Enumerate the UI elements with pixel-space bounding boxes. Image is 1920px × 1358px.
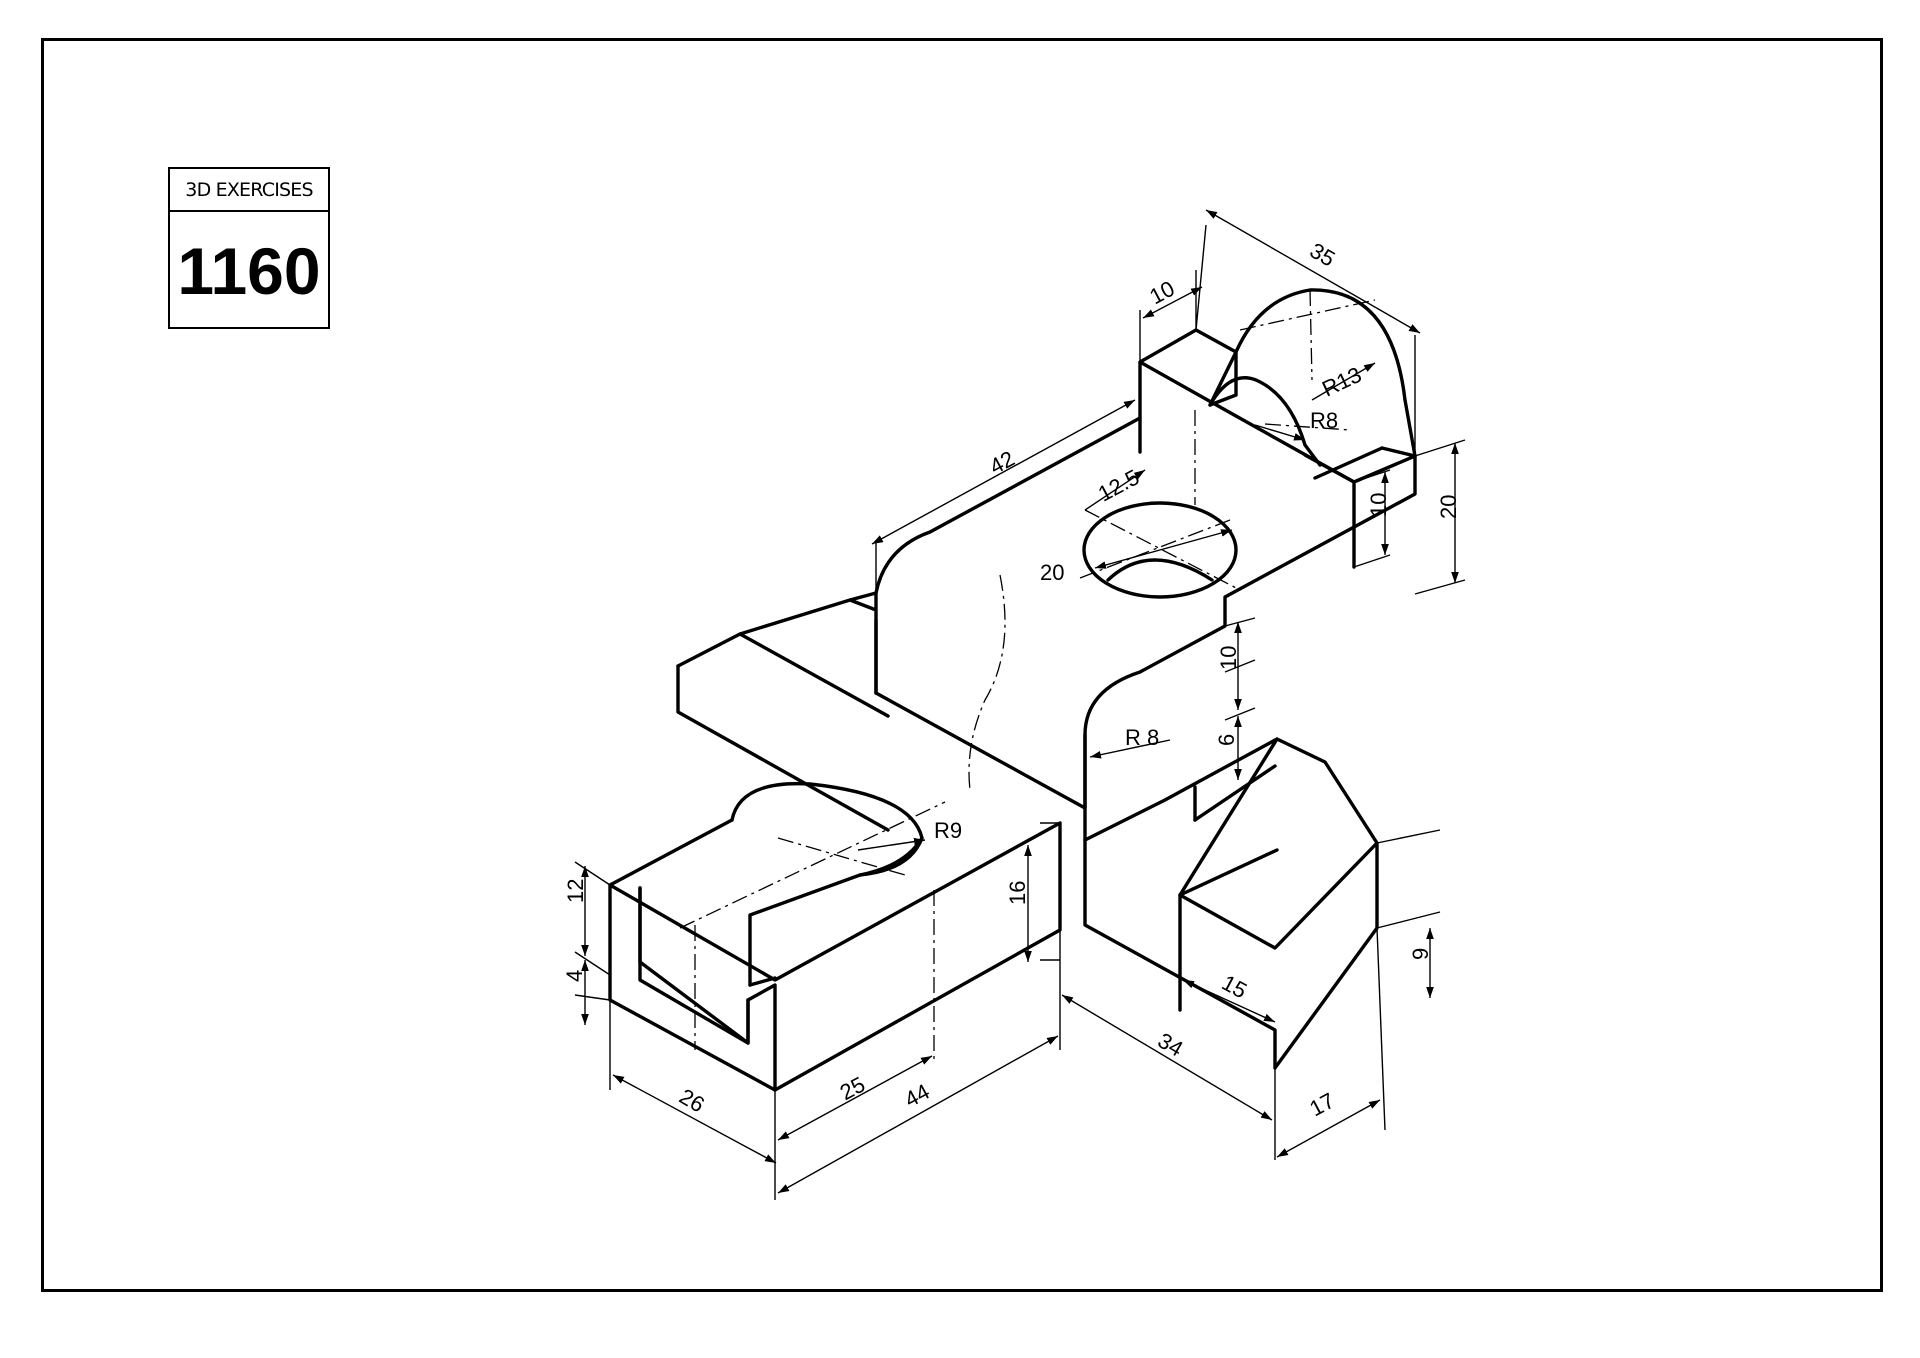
dim-16-label: 16 <box>1005 881 1030 905</box>
exercise-series-label: 3D EXERCISES <box>170 169 328 212</box>
center-hole-inner <box>1106 558 1214 582</box>
dim-12-5-label: 12.5 <box>1094 464 1144 506</box>
right-arm-top <box>1178 764 1279 897</box>
dim-10-top-label: 10 <box>1145 276 1178 310</box>
dim-9-label: 9 <box>1408 948 1433 960</box>
dim-10-step-label: 10 <box>1216 646 1241 670</box>
dim-25-label: 25 <box>836 1072 869 1106</box>
dim-26-line <box>612 1074 777 1164</box>
dim-r9-line <box>857 837 926 851</box>
dim-r8-mid-label: R 8 <box>1125 725 1159 750</box>
dim-17-label: 17 <box>1305 1088 1338 1122</box>
dim-42-label: 42 <box>985 446 1018 480</box>
dim-44-line <box>777 1035 1059 1194</box>
dim-35-line <box>1205 209 1421 334</box>
dim-r8-top-line <box>1254 424 1306 441</box>
dim-34-line <box>1061 994 1273 1121</box>
center-hole <box>1082 501 1238 599</box>
dim-10-top-line <box>1142 286 1203 319</box>
dim-35-label: 35 <box>1306 238 1340 272</box>
dim-12-5-line <box>1084 469 1146 511</box>
part-outline <box>608 288 1417 1092</box>
dim-20-hole-label: 20 <box>1040 560 1064 585</box>
dimension-labels: 35 10 R13 R8 42 12.5 20 10 20 10 6 R 8 R… <box>562 238 1461 1121</box>
dim-4-label: 4 <box>562 970 587 982</box>
left-slotted-block <box>608 818 1062 1092</box>
dim-20-right-label: 20 <box>1436 495 1461 519</box>
exercise-number: 1160 <box>177 233 321 308</box>
dim-17-line <box>1276 1099 1381 1158</box>
dim-r9-label: R9 <box>934 818 962 843</box>
title-block: 3D EXERCISES 1160 <box>168 167 330 329</box>
dim-12-label: 12 <box>563 879 588 903</box>
dim-6-label: 6 <box>1214 734 1239 746</box>
right-arm <box>1083 737 1379 1070</box>
top-bracket-side <box>1303 446 1384 484</box>
dim-20-hole-line <box>1094 529 1233 569</box>
drawing-sheet-frame <box>41 38 1883 1292</box>
dim-42-line <box>871 399 1136 545</box>
left-slot <box>638 886 777 1092</box>
dim-r8-mid-line <box>1089 739 1171 759</box>
left-wedge-block <box>676 591 890 832</box>
dim-r8-top-label: R8 <box>1310 408 1338 433</box>
center-web-lower <box>1083 733 1197 842</box>
dim-44-label: 44 <box>900 1079 933 1113</box>
dim-r13-line <box>1311 362 1376 401</box>
top-bracket-block <box>1138 328 1417 569</box>
dimension-lines <box>581 209 1459 1194</box>
dim-r13-label: R13 <box>1318 362 1365 402</box>
left-slot-arc <box>730 781 924 987</box>
dim-15-line <box>1182 979 1276 1023</box>
dim-34-label: 34 <box>1154 1028 1188 1062</box>
dim-10-right-label: 10 <box>1366 493 1391 517</box>
dim-26-label: 26 <box>675 1084 709 1118</box>
